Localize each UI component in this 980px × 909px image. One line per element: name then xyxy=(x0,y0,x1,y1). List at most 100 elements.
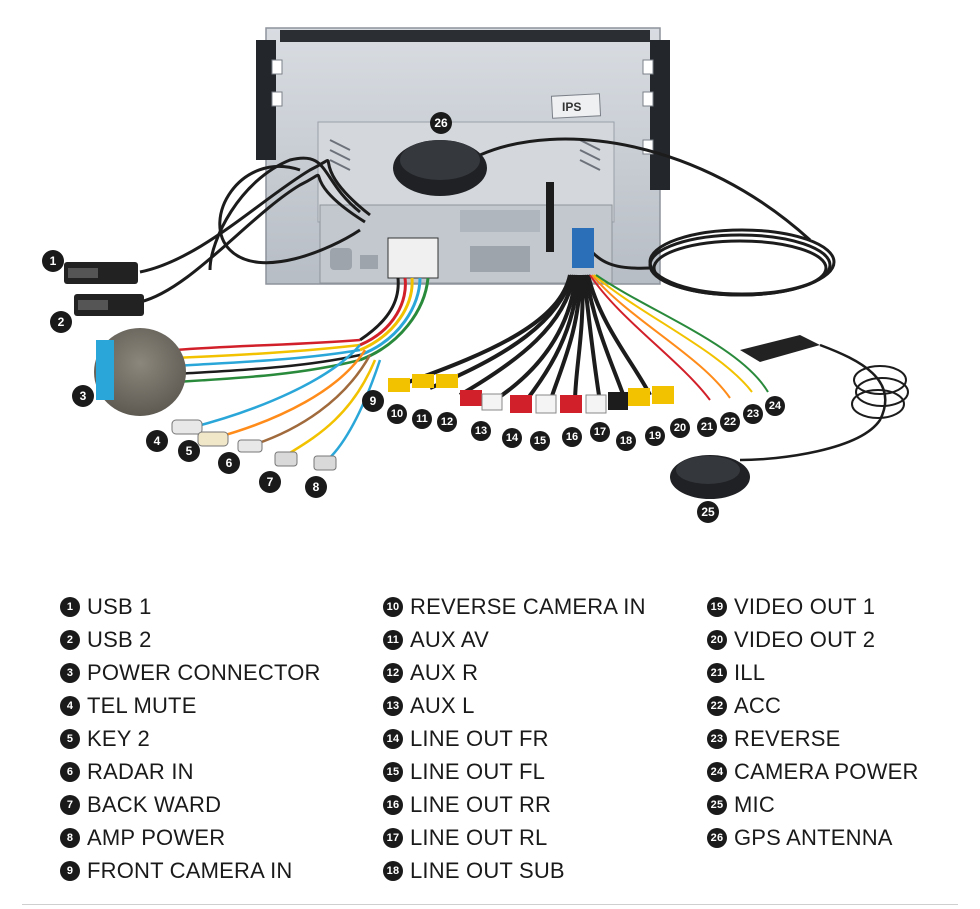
legend-number-badge: 24 xyxy=(707,761,727,782)
callout-22: 22 xyxy=(720,412,740,432)
legend-item: 24 CAMERA POWER xyxy=(707,755,919,788)
legend-item: 25 MIC xyxy=(707,788,919,821)
legend-number-badge: 14 xyxy=(383,728,403,749)
legend-label: LINE OUT RL xyxy=(410,824,548,850)
legend-item: 17 LINE OUT RL xyxy=(383,821,646,854)
mic xyxy=(670,335,909,499)
callout-7: 7 xyxy=(259,471,281,493)
legend-number-badge: 2 xyxy=(60,629,80,650)
callout-25: 25 xyxy=(697,501,719,523)
callout-21: 21 xyxy=(697,417,717,437)
legend-label: RADAR IN xyxy=(87,758,194,784)
legend-item: 1 USB 1 xyxy=(60,590,321,623)
legend-label: VIDEO OUT 2 xyxy=(734,626,876,652)
legend-label: VIDEO OUT 1 xyxy=(734,593,876,619)
legend-number-badge: 7 xyxy=(60,794,80,815)
callout-19: 19 xyxy=(645,426,665,446)
legend-label: ACC xyxy=(734,692,782,718)
legend-label: ILL xyxy=(734,659,766,685)
callout-16: 16 xyxy=(562,427,582,447)
gps-cable-coil xyxy=(588,228,836,297)
gps-antenna xyxy=(393,137,812,242)
legend-label: CAMERA POWER xyxy=(734,758,919,784)
legend-number-badge: 13 xyxy=(383,695,403,716)
legend-item: 12 AUX R xyxy=(383,656,646,689)
callout-2: 2 xyxy=(50,311,72,333)
legend-label: LINE OUT FR xyxy=(410,725,549,751)
legend-label: TEL MUTE xyxy=(87,692,197,718)
legend-item: 6 RADAR IN xyxy=(60,755,321,788)
legend-item: 14 LINE OUT FR xyxy=(383,722,646,755)
legend-number-badge: 6 xyxy=(60,761,80,782)
legend-number-badge: 4 xyxy=(60,695,80,716)
legend-number-badge: 11 xyxy=(383,629,403,650)
legend-number-badge: 15 xyxy=(383,761,403,782)
legend-item: 15 LINE OUT FL xyxy=(383,755,646,788)
legend-item: 23 REVERSE xyxy=(707,722,919,755)
legend-item: 5 KEY 2 xyxy=(60,722,321,755)
callout-20: 20 xyxy=(670,418,690,438)
legend-number-badge: 22 xyxy=(707,695,727,716)
legend-number-badge: 1 xyxy=(60,596,80,617)
legend-label: USB 1 xyxy=(87,593,152,619)
legend-number-badge: 20 xyxy=(707,629,727,650)
legend-number-badge: 23 xyxy=(707,728,727,749)
legend-label: AUX L xyxy=(410,692,475,718)
legend-number-badge: 19 xyxy=(707,596,727,617)
legend-number-badge: 5 xyxy=(60,728,80,749)
power-harness xyxy=(94,237,439,471)
legend-number-badge: 17 xyxy=(383,827,403,848)
legend-item: 22 ACC xyxy=(707,689,919,722)
callout-26: 26 xyxy=(430,112,452,134)
callout-24: 24 xyxy=(765,396,785,416)
legend-label: LINE OUT SUB xyxy=(410,857,565,883)
legend-label: KEY 2 xyxy=(87,725,150,751)
callout-9: 9 xyxy=(362,390,384,412)
callout-17: 17 xyxy=(590,422,610,442)
legend-label: GPS ANTENNA xyxy=(734,824,893,850)
bottom-divider xyxy=(22,904,958,905)
legend-label: LINE OUT RR xyxy=(410,791,552,817)
ips-sticker: IPS xyxy=(562,100,581,114)
legend-label: LINE OUT FL xyxy=(410,758,546,784)
callout-12: 12 xyxy=(437,412,457,432)
legend-label: POWER CONNECTOR xyxy=(87,659,321,685)
legend-label: AUX AV xyxy=(410,626,490,652)
legend-label: MIC xyxy=(734,791,775,817)
legend-item: 16 LINE OUT RR xyxy=(383,788,646,821)
callout-8: 8 xyxy=(305,476,327,498)
callout-11: 11 xyxy=(412,409,432,429)
legend-item: 21 ILL xyxy=(707,656,919,689)
legend-number-badge: 12 xyxy=(383,662,403,683)
legend-label: BACK WARD xyxy=(87,791,222,817)
wiring-diagram: IPS xyxy=(64,27,909,499)
legend-item: 4 TEL MUTE xyxy=(60,689,321,722)
callout-layer: 1 2 3 4 5 6 7 8 9 10 11 12 13 14 15 16 1… xyxy=(42,112,785,523)
callout-13: 13 xyxy=(471,421,491,441)
legend-number-badge: 21 xyxy=(707,662,727,683)
legend-number-badge: 16 xyxy=(383,794,403,815)
legend-label: AUX R xyxy=(410,659,479,685)
legend-number-badge: 25 xyxy=(707,794,727,815)
usb-2-connector xyxy=(74,294,144,316)
callout-23: 23 xyxy=(743,404,763,424)
callout-18: 18 xyxy=(616,431,636,451)
legend-label: REVERSE xyxy=(734,725,841,751)
callout-3: 3 xyxy=(72,385,94,407)
legend-label: REVERSE CAMERA IN xyxy=(410,593,646,619)
callout-5: 5 xyxy=(178,440,200,462)
callout-6: 6 xyxy=(218,452,240,474)
legend-item: 7 BACK WARD xyxy=(60,788,321,821)
callout-4: 4 xyxy=(146,430,168,452)
legend-number-badge: 9 xyxy=(60,860,80,881)
wiring-diagram-illustration: IPS xyxy=(64,27,909,499)
legend-item: 11 AUX AV xyxy=(383,623,646,656)
